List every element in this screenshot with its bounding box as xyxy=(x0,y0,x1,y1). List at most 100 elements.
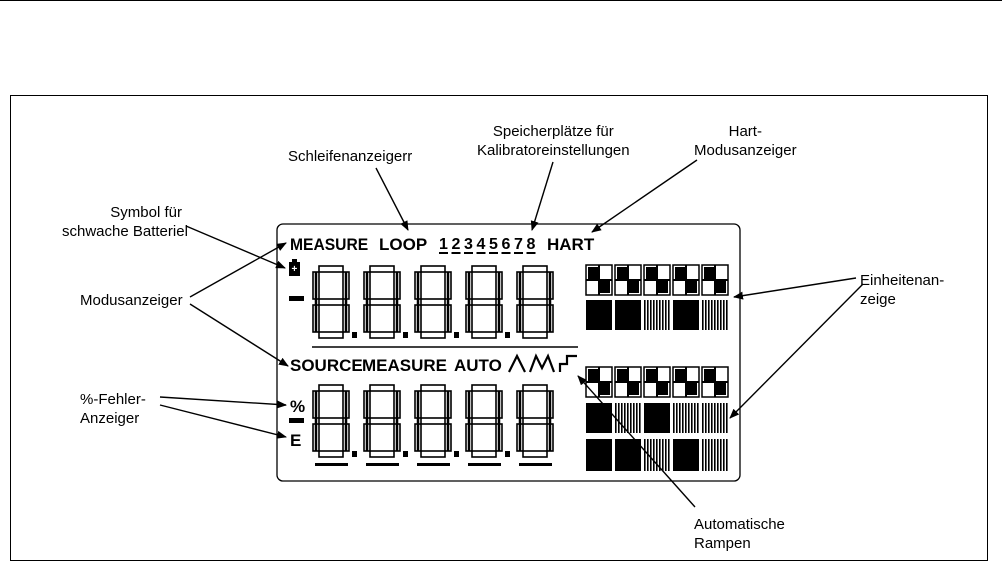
unit-segment xyxy=(708,403,710,433)
digit-segment-edge xyxy=(365,391,399,451)
digit-segment xyxy=(318,331,344,339)
lcd-loop-label: LOOP xyxy=(379,235,427,254)
unit-segment-block xyxy=(644,403,670,433)
digit-segment xyxy=(471,298,497,306)
unit-segment xyxy=(673,439,699,471)
unit-segment xyxy=(647,300,649,330)
memory-slot-underline xyxy=(501,252,511,254)
unit-segment xyxy=(662,439,664,471)
decimal-point xyxy=(505,451,510,457)
unit-segment xyxy=(691,403,693,433)
unit-segment xyxy=(711,439,713,471)
lcd-auto-label: AUTO xyxy=(454,356,502,375)
top-rule xyxy=(0,0,1002,1)
unit-segment xyxy=(665,439,667,471)
seven-segment-digit xyxy=(312,384,357,458)
unit-segment xyxy=(694,403,696,433)
digit-underline xyxy=(468,463,501,466)
unit-segment xyxy=(673,300,699,330)
callout-units-line1: Einheitenan- xyxy=(860,272,945,289)
unit-segment-block xyxy=(672,366,700,398)
unit-segment xyxy=(615,439,641,471)
callout-unit-display: Einheitenan- zeige xyxy=(860,271,944,309)
callout-low-battery: Symbol für schwache Batteriel xyxy=(62,203,188,241)
ramp-double-triangle-icon xyxy=(528,353,556,373)
decimal-point xyxy=(403,451,408,457)
unit-segment xyxy=(720,300,722,330)
memory-slot-underline xyxy=(514,252,523,254)
unit-segment-block xyxy=(673,300,699,330)
unit-segment xyxy=(723,300,725,330)
digit-segment xyxy=(522,450,548,458)
unit-segment-block xyxy=(701,264,729,296)
unit-segment xyxy=(658,383,668,395)
unit-segment xyxy=(600,383,610,395)
digit-segment xyxy=(522,265,548,273)
unit-segment xyxy=(586,300,612,330)
digit-segment xyxy=(522,384,548,392)
memory-slot-3: 3 xyxy=(464,236,473,253)
callout-auto-ramp: Automatische Rampen xyxy=(694,515,785,553)
decimal-point xyxy=(454,451,459,457)
digit-segment xyxy=(471,265,497,273)
unit-segment xyxy=(665,300,667,330)
unit-segment xyxy=(717,403,719,433)
leader-units-lower xyxy=(729,283,864,419)
memory-slot-8: 8 xyxy=(527,236,536,253)
unit-segment xyxy=(685,403,687,433)
callout-ramp-line2: Rampen xyxy=(694,535,751,552)
digit-segment xyxy=(369,298,395,306)
unit-segment xyxy=(708,439,710,471)
unit-segment xyxy=(629,383,639,395)
unit-segment xyxy=(711,403,713,433)
unit-segment xyxy=(624,403,626,433)
digit-segment xyxy=(471,384,497,392)
lcd-percent-sign: % xyxy=(290,397,305,416)
unit-segment xyxy=(679,403,681,433)
digit-segment xyxy=(318,298,344,306)
digit-segment xyxy=(420,417,446,425)
digit-segment-edge xyxy=(467,391,501,451)
digit-segment xyxy=(369,265,395,273)
digit-segment-edge xyxy=(518,391,552,451)
callout-error-line2: Anzeiger xyxy=(80,410,140,427)
decimal-point xyxy=(352,451,357,457)
memory-slot-underline xyxy=(451,252,461,254)
seven-segment-digit xyxy=(414,384,459,458)
unit-segment xyxy=(704,369,714,381)
callout-error-line1: %-Fehler- xyxy=(80,391,146,408)
unit-segment xyxy=(708,300,710,330)
callout-memory-slots: Speicherplätze für Kalibratoreinstellung… xyxy=(477,122,630,160)
digit-segment xyxy=(420,331,446,339)
digit-segment xyxy=(471,331,497,339)
memory-slot-2: 2 xyxy=(452,236,461,253)
unit-segment xyxy=(726,300,728,330)
unit-segment xyxy=(627,403,629,433)
seven-segment-digit xyxy=(465,265,510,339)
leader-battery xyxy=(185,225,286,269)
unit-segment xyxy=(675,267,685,279)
digit-underline xyxy=(417,463,450,466)
unit-segment-block xyxy=(586,300,612,330)
unit-segment xyxy=(644,439,646,471)
unit-segment-block xyxy=(643,264,671,296)
callout-mode-line1: Modusanzeiger xyxy=(80,292,183,309)
leader-mode-lower xyxy=(189,303,289,367)
unit-segment xyxy=(714,300,716,330)
digit-segment xyxy=(420,450,446,458)
leader-mode-upper xyxy=(189,242,287,298)
unit-segment xyxy=(720,439,722,471)
unit-segment xyxy=(687,281,697,293)
seven-segment-digit xyxy=(312,265,357,339)
unit-segment xyxy=(702,403,704,433)
unit-segment xyxy=(726,439,728,471)
unit-segment xyxy=(697,403,699,433)
unit-segment xyxy=(653,439,655,471)
unit-segment xyxy=(617,267,627,279)
memory-slot-underline xyxy=(439,252,448,254)
leader-e xyxy=(159,404,287,439)
diagram-frame xyxy=(10,95,988,561)
digit-segment xyxy=(369,331,395,339)
unit-segment xyxy=(688,403,690,433)
callout-battery-line2: schwache Batteriel xyxy=(62,223,188,240)
